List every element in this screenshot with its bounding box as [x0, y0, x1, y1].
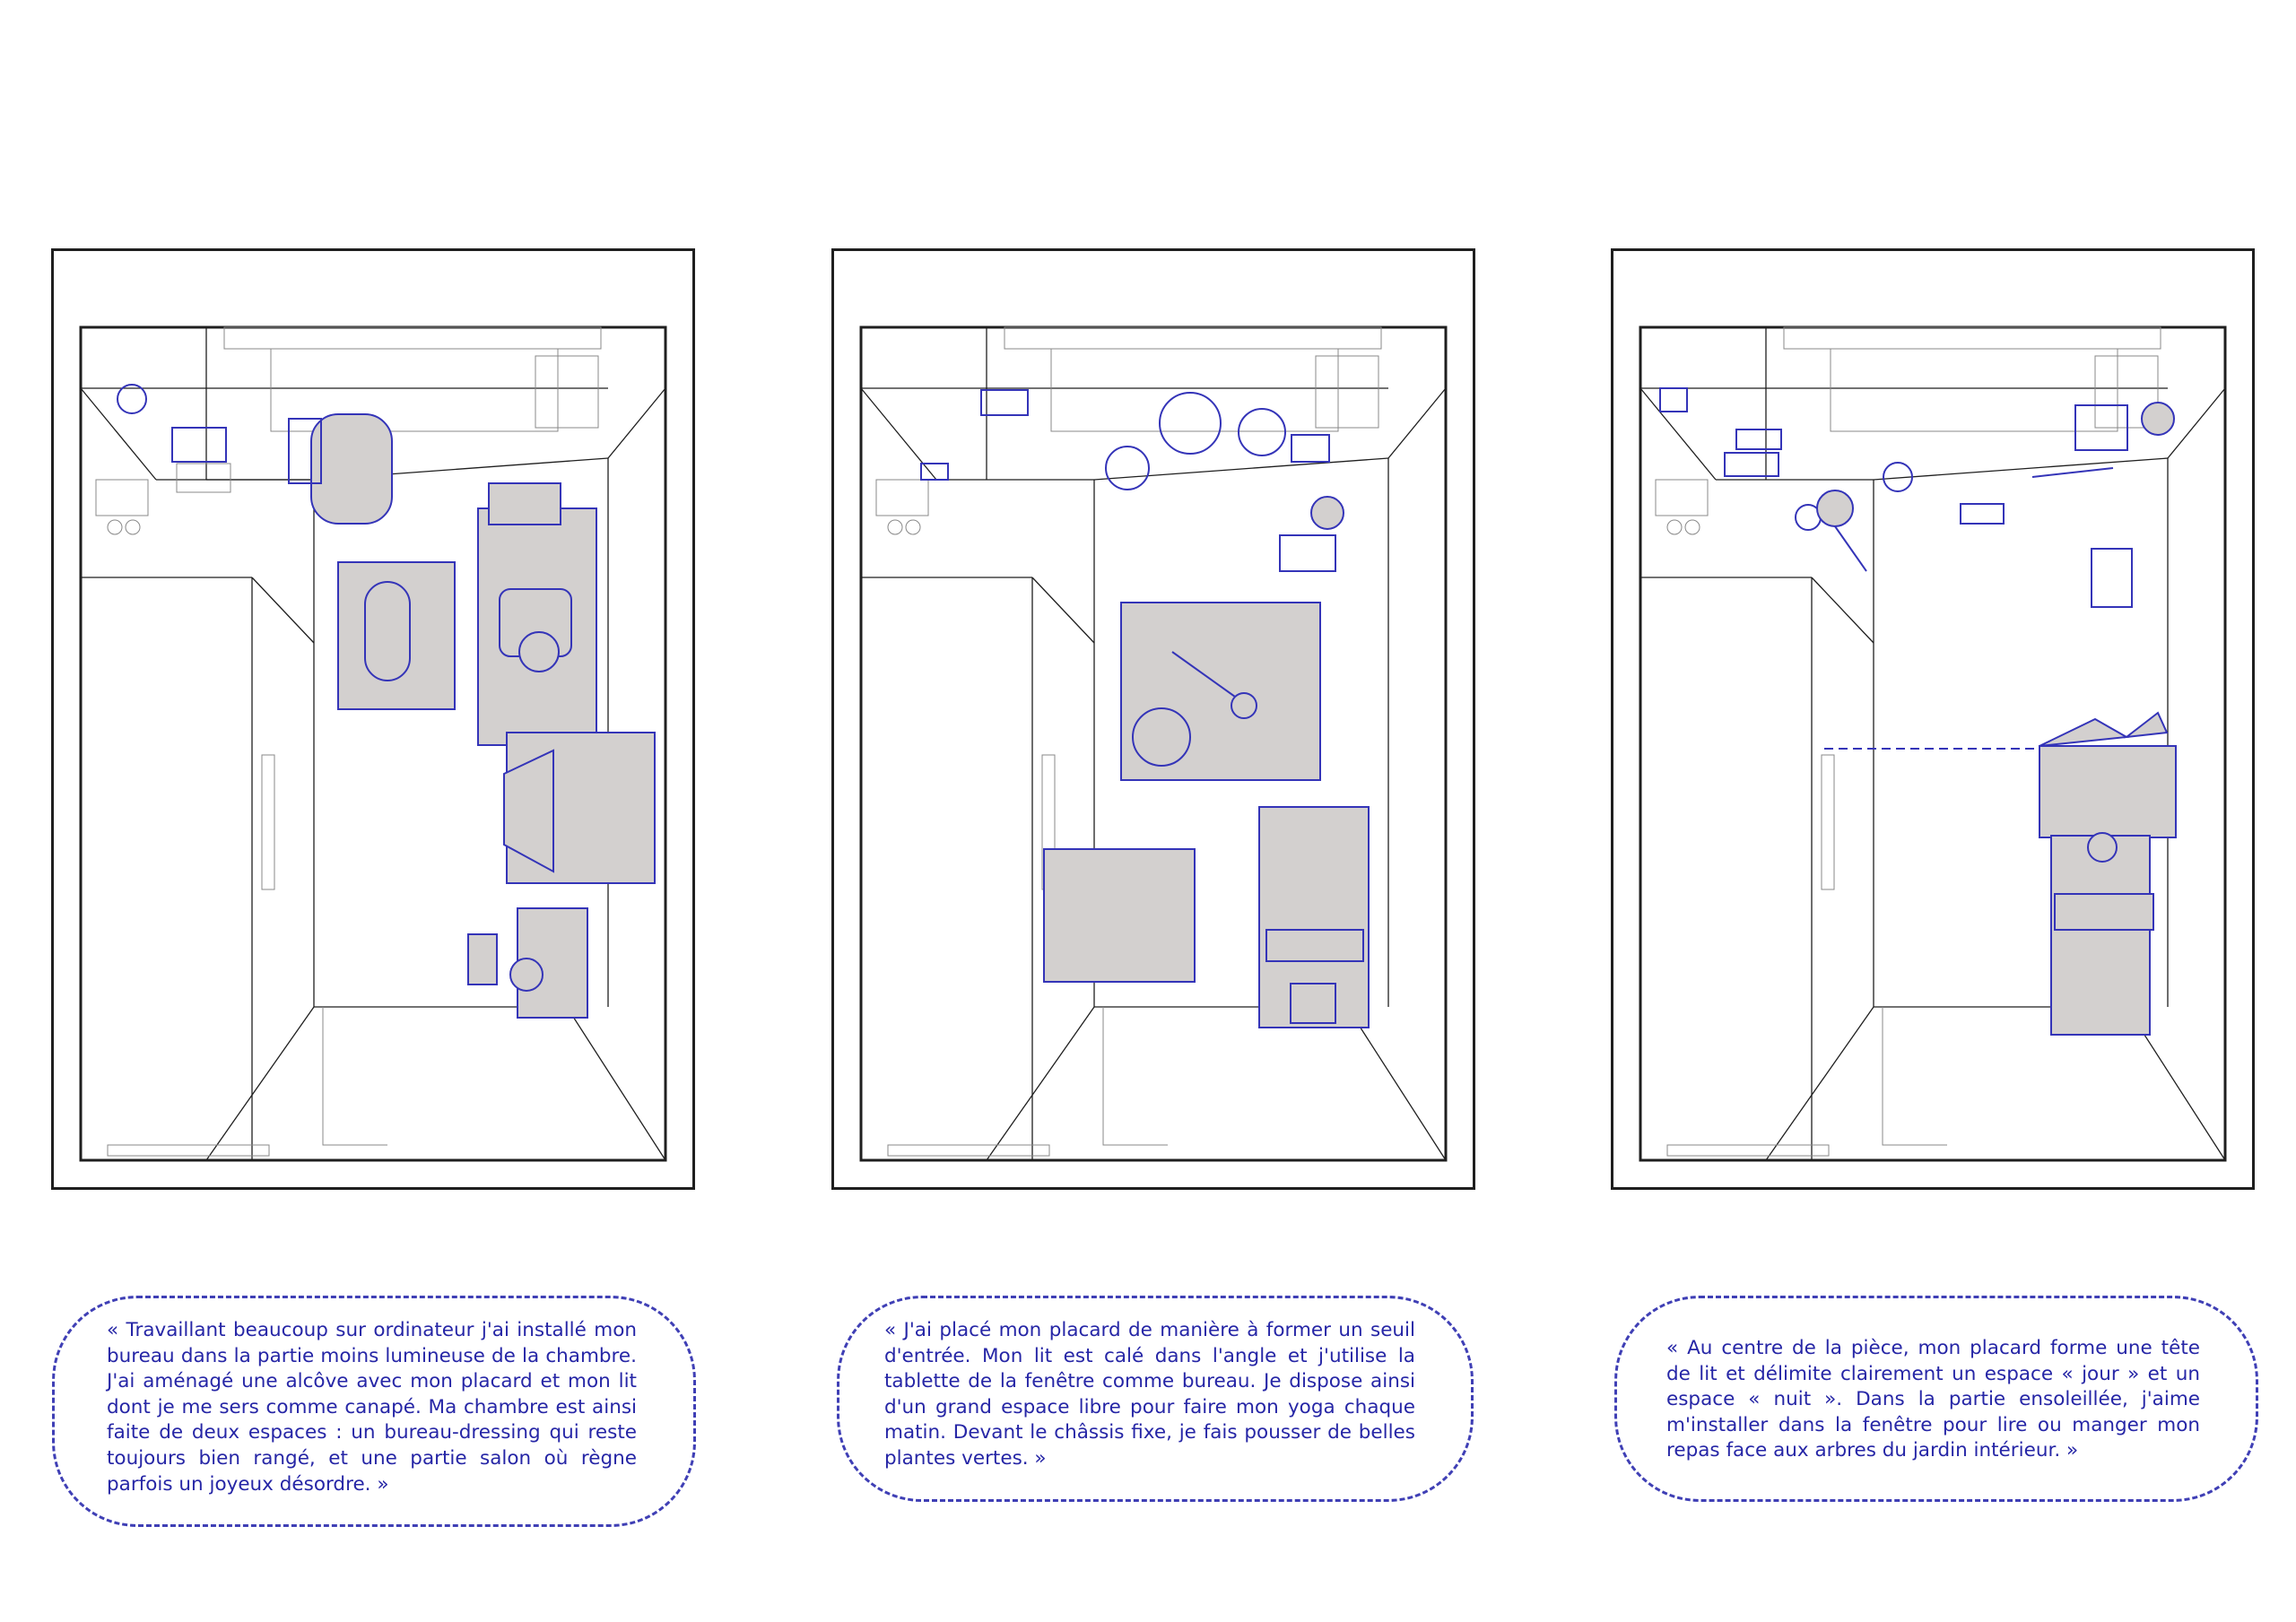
- person-icon: [1310, 496, 1344, 530]
- room-drawing-1: [51, 248, 695, 1190]
- wardrobe-icon: [2039, 745, 2177, 838]
- room-plan-2: [831, 248, 1475, 1190]
- furniture-1: [117, 384, 656, 1019]
- room-drawing-2: [831, 248, 1475, 1190]
- quote-bubble-3: « Au centre de la pièce, mon placard for…: [1614, 1296, 2258, 1502]
- chair-icon: [1279, 534, 1336, 572]
- plate: [1883, 462, 1913, 492]
- rug: [1120, 602, 1321, 781]
- plant-icon: [1105, 446, 1150, 490]
- room-plan-3: [1611, 248, 2255, 1190]
- room-plan-1: [51, 248, 695, 1190]
- table-icon: [337, 561, 456, 710]
- person-icon: [1231, 692, 1257, 719]
- bed-icon: [1258, 806, 1370, 1028]
- person-icon: [310, 413, 393, 525]
- plant-icon: [1159, 392, 1222, 455]
- room-drawing-3: [1611, 248, 2255, 1190]
- quote-text-2: « J'ai placé mon placard de manière à fo…: [884, 1319, 1415, 1470]
- quote-text-3: « Au centre de la pièce, mon placard for…: [1666, 1337, 2200, 1462]
- quote-text-1: « Travaillant beaucoup sur ordinateur j'…: [107, 1319, 637, 1496]
- plant-icon: [1238, 408, 1286, 456]
- person-icon: [1816, 490, 1854, 527]
- wardrobe-icon: [1043, 848, 1196, 983]
- yoga-ball-icon: [1132, 707, 1191, 767]
- person-icon: [2141, 402, 2175, 436]
- quote-bubble-1: « Travaillant beaucoup sur ordinateur j'…: [52, 1296, 696, 1527]
- person-icon: [518, 631, 560, 672]
- furniture-3: [1659, 387, 2177, 1036]
- furniture-2: [920, 389, 1370, 1028]
- bed-icon: [2050, 835, 2151, 1036]
- person-icon: [2087, 832, 2118, 863]
- quote-bubble-2: « J'ai placé mon placard de manière à fo…: [837, 1296, 1474, 1502]
- laptop: [1291, 434, 1330, 463]
- person-icon: [509, 958, 544, 992]
- chair-icon: [2091, 548, 2133, 608]
